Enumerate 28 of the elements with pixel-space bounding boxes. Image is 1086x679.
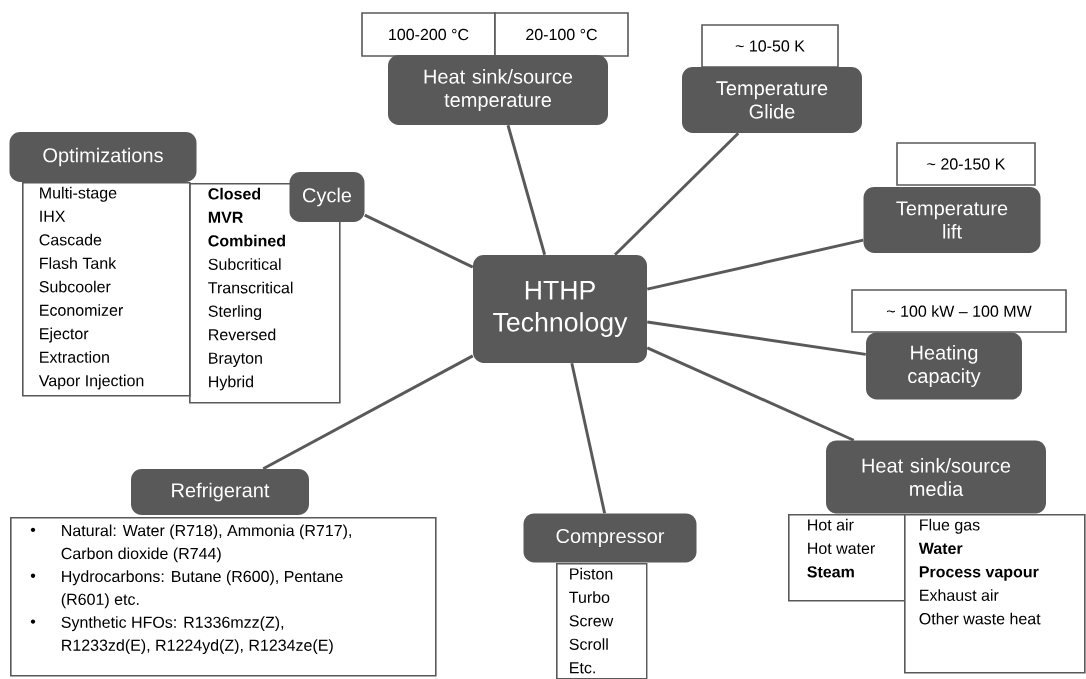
value-box: 20-100 °C (494, 12, 629, 57)
value-box: ~ 10-50 K (701, 24, 839, 68)
connector-line (262, 354, 474, 471)
connector-line (614, 132, 740, 256)
topic-box: Heating capacity (866, 332, 1022, 400)
node-label: Refrigerant (172, 482, 270, 502)
list-box: Hot air Hot water Steam (788, 514, 906, 602)
topic-box: Refrigerant (131, 469, 309, 515)
central-topic-box: HTHP Technology (473, 255, 647, 363)
list-box: Multi-stage IHX Cascade Flash Tank Subcooler Economizer Ejector Extraction Vapor Injection (22, 182, 191, 397)
topic-box: Cycle (289, 172, 365, 222)
topic-box: Heat sink/source media (826, 440, 1046, 514)
connector-line (647, 320, 866, 356)
topic-box: Heat sink/source temperature (388, 55, 608, 125)
value-box: 100-200 °C (361, 12, 496, 57)
list-box: Piston Turbo Screw Scroll Etc. (556, 563, 648, 679)
topic-box: Temperature Glide (682, 67, 862, 133)
topic-box: Compressor (523, 513, 697, 563)
connector-line (570, 362, 607, 514)
value-box: ~ 20-150 K (896, 142, 1036, 186)
value-box: ~ 100 kW – 100 MW (851, 289, 1067, 333)
connector-line (646, 346, 855, 442)
connector-line (646, 238, 864, 291)
topic-box: Optimizations (9, 132, 197, 182)
connector-line (364, 213, 474, 269)
bullet-list-box: Natural: Water (R718), Ammonia (R717), Carbon dioxide (R744) Hydrocarbons: Butane (R600), Pentane (R601) etc. Synthetic HFOs: R1336mzz(Z), R1233zd(E), R1224yd(Z), R1234ze(E) (10, 517, 437, 677)
topic-box: Temperature lift (863, 187, 1041, 253)
connector-line (506, 124, 547, 256)
